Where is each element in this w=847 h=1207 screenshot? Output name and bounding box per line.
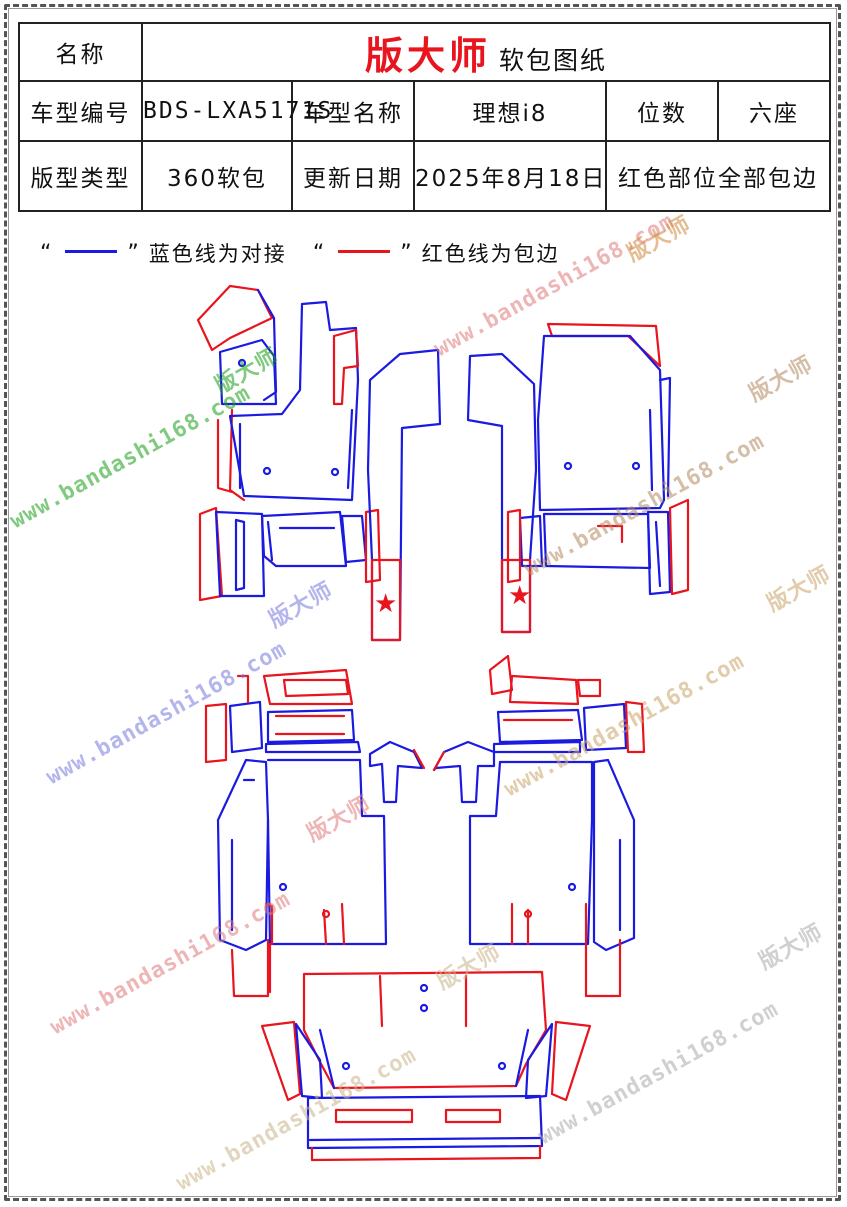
svg-text:★: ★ xyxy=(374,589,397,619)
page-inner-border xyxy=(8,8,837,1197)
seats-value: 六座 xyxy=(716,80,832,142)
legend-quote: ” xyxy=(127,240,141,266)
line-legend: “ ” 蓝色线为对接 “ ” 红色线为包边 xyxy=(40,238,560,268)
svg-text:★: ★ xyxy=(508,581,531,611)
center-console-strips: ★ ★ xyxy=(366,348,538,642)
update-label: 更新日期 xyxy=(291,140,415,212)
model-code-label: 车型编号 xyxy=(18,80,143,142)
red-line-sample xyxy=(338,249,391,253)
trunk-mats xyxy=(260,970,592,1162)
front-left-mats xyxy=(196,284,382,602)
seats-label: 位数 xyxy=(605,80,719,142)
spec-row-name: 名称 版大师软包图纸 xyxy=(18,22,832,82)
brand-name: 版大师 xyxy=(365,33,492,78)
blue-line-sample xyxy=(65,249,118,253)
doc-type: 软包图纸 xyxy=(499,45,608,75)
page-border xyxy=(4,4,841,1201)
spec-row-type: 版型类型 360软包 更新日期 2025年8月18日 红色部位全部包边 xyxy=(18,140,832,212)
template-type: 360软包 xyxy=(141,140,293,212)
template-type-label: 版型类型 xyxy=(18,140,143,212)
rear-left-mats xyxy=(216,740,426,998)
legend-blue-text: 蓝色线为对接 xyxy=(148,242,287,266)
spec-table: 名称 版大师软包图纸 车型编号 BDS-LXA5171S 车型名称 理想i8 位… xyxy=(18,22,832,212)
spec-row-model: 车型编号 BDS-LXA5171S 车型名称 理想i8 位数 六座 xyxy=(18,80,832,142)
name-label: 名称 xyxy=(18,22,143,82)
second-row-mats xyxy=(204,654,646,764)
front-right-mats xyxy=(506,322,690,596)
legend-quote: ” xyxy=(400,240,414,266)
document-title: 版大师软包图纸 xyxy=(140,22,832,82)
legend-red-text: 红色线为包边 xyxy=(421,242,560,266)
model-name: 理想i8 xyxy=(413,80,607,142)
red-note: 红色部位全部包边 xyxy=(604,140,832,212)
update-date: 2025年8月18日 xyxy=(413,140,607,212)
legend-quote: “ xyxy=(40,240,54,266)
rear-right-mats xyxy=(432,740,636,998)
model-name-label: 车型名称 xyxy=(291,80,415,142)
legend-quote: “ xyxy=(312,240,327,266)
